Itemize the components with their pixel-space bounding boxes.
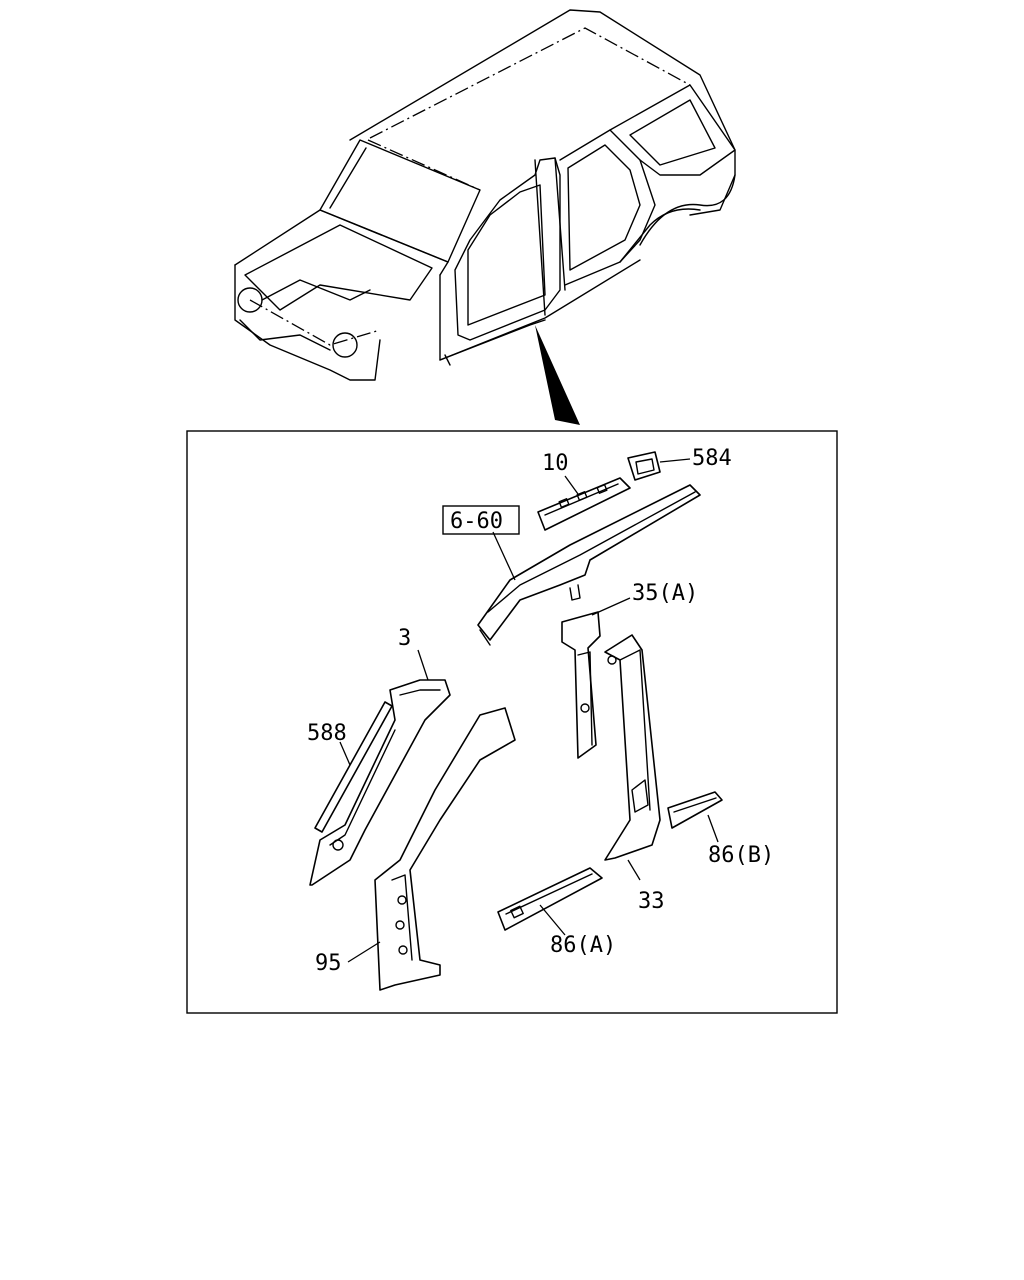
callout-86a: 86(A) xyxy=(550,933,616,958)
part-95-pillar-lower xyxy=(374,707,516,991)
callout-6-60: 6-60 xyxy=(450,509,503,534)
part-6-60-roof-rail xyxy=(477,484,701,646)
part-86b-rail xyxy=(667,791,723,829)
vehicle-body-overview xyxy=(234,9,736,381)
part-10-bracket xyxy=(537,477,631,531)
detail-frame xyxy=(186,430,838,1014)
callout-3: 3 xyxy=(398,626,411,651)
callout-33: 33 xyxy=(638,889,665,914)
part-33-pillar-outer xyxy=(604,634,661,861)
callout-584: 584 xyxy=(692,446,732,471)
part-584-plug xyxy=(627,451,661,481)
part-3-front-pillar xyxy=(309,679,451,886)
callout-6-60-box xyxy=(442,505,520,535)
callout-10: 10 xyxy=(542,451,569,476)
part-588-strip xyxy=(314,701,393,833)
part-86a-sill xyxy=(497,867,603,931)
callout-35a: 35(A) xyxy=(632,581,698,606)
callout-95: 95 xyxy=(315,951,342,976)
callout-86b: 86(B) xyxy=(708,843,774,868)
callout-588: 588 xyxy=(307,721,347,746)
pointer-arrow xyxy=(535,325,580,425)
leader-lines xyxy=(339,458,719,963)
part-35a-pillar-inner xyxy=(561,611,601,759)
